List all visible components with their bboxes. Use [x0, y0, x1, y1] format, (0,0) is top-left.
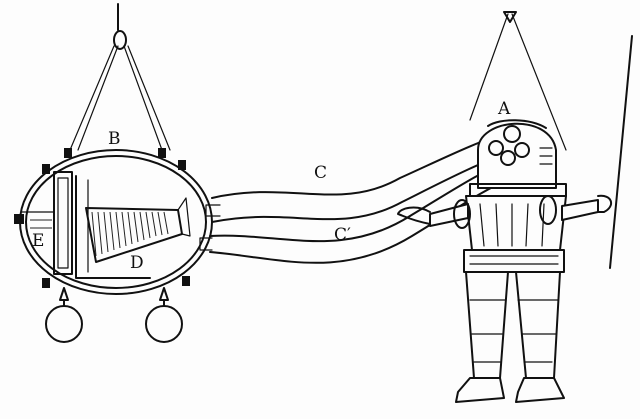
hose-c-prime-nozzle	[199, 237, 213, 251]
chamber-e-inner	[57, 177, 69, 269]
suspension-wire-left	[69, 45, 115, 151]
diver-arm-left	[397, 199, 471, 229]
diver-belt	[463, 249, 565, 273]
diver-wire-right	[511, 13, 567, 151]
suspension-wire-left-inner	[77, 45, 119, 151]
reservoir-bolts	[14, 148, 190, 288]
reservoir-inner-rim	[25, 155, 207, 289]
air-reservoir	[14, 3, 213, 343]
bellows-d	[85, 197, 191, 263]
diver-leg-right	[515, 271, 565, 403]
weight-left	[45, 287, 83, 343]
interior-frame	[75, 175, 151, 279]
hose-c-nozzle	[205, 204, 221, 217]
diver-leg-left	[455, 271, 509, 403]
diver-arm-right	[539, 194, 613, 225]
air-hoses	[199, 131, 513, 264]
hose-c-top-edge	[211, 131, 511, 199]
hose-c-bottom-edge	[211, 151, 513, 223]
suspension-wire-right-inner	[127, 45, 171, 151]
diver-hook	[503, 11, 517, 23]
diver-pole	[609, 35, 633, 269]
label-b: B	[108, 129, 121, 149]
diver-figure	[397, 11, 633, 403]
helmet-a	[469, 119, 567, 197]
label-c-prime: C′	[334, 225, 351, 245]
diver-wire-left	[469, 13, 509, 121]
hose-c-prime-top-edge	[209, 159, 511, 243]
label-a: A	[497, 99, 511, 119]
hose-c-prime-bottom-edge	[209, 177, 513, 264]
chamber-e-lines	[30, 219, 52, 229]
label-d: D	[130, 253, 144, 273]
label-e: E	[32, 231, 44, 251]
suspension-wire-right	[123, 45, 163, 151]
label-c: C	[314, 163, 327, 183]
weight-right	[145, 287, 183, 343]
suspension-hook	[113, 30, 127, 50]
chamber-e	[53, 171, 73, 275]
